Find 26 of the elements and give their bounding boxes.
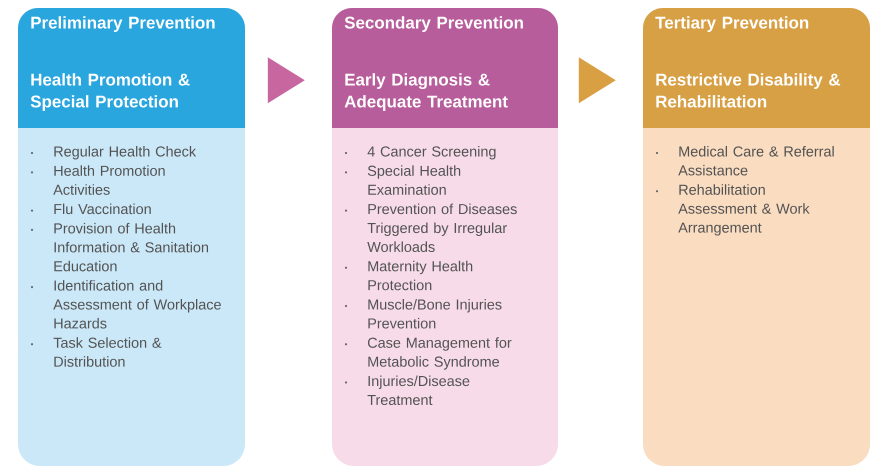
chevron-arrow <box>578 57 616 104</box>
list-item: Injuries/Disease Treatment <box>344 376 470 406</box>
list-item: Prevention of Diseases Triggered by Irregular Workloads <box>344 204 517 252</box>
list-item: Rehabilitation Assessment & Work Arrangement <box>656 184 810 236</box>
list-item: Medical Care & Referral Assistance <box>656 146 834 176</box>
header-title: Secondary Prevention <box>344 16 523 32</box>
header-subtitle: Early Diagnosis & Adequate Treatment <box>344 73 508 111</box>
header-subtitle: Restrictive Disability & Rehabilitation <box>656 73 840 108</box>
list-item: 4 Cancer Screening <box>344 146 496 160</box>
list-item: Regular Health Check <box>30 146 196 160</box>
list-item: Muscle/Bone Injuries Prevention <box>344 299 502 329</box>
list-item: Provision of Health Information & Sanitation Education <box>30 222 208 272</box>
chevron-arrow <box>267 57 305 104</box>
list-item: Case Management for Metabolic Syndrome <box>344 337 512 370</box>
list-item: Maternity Health Protection <box>344 260 472 290</box>
header-title: Preliminary Prevention <box>31 16 215 32</box>
list-item: Health Promotion Activities <box>30 165 165 195</box>
list-item: Flu Vaccination <box>30 204 151 214</box>
column-card <box>18 8 245 466</box>
list-item: Special Health Examination <box>344 165 460 195</box>
header-title: Tertiary Prevention <box>655 16 808 32</box>
column-card <box>643 8 870 466</box>
list-item: Task Selection & Distribution <box>30 337 162 367</box>
list-item: Identification and Assessment of Workplace Hazards <box>30 280 221 329</box>
column-card <box>332 8 558 466</box>
header-subtitle: Health Promotion & Special Protection <box>30 73 190 111</box>
